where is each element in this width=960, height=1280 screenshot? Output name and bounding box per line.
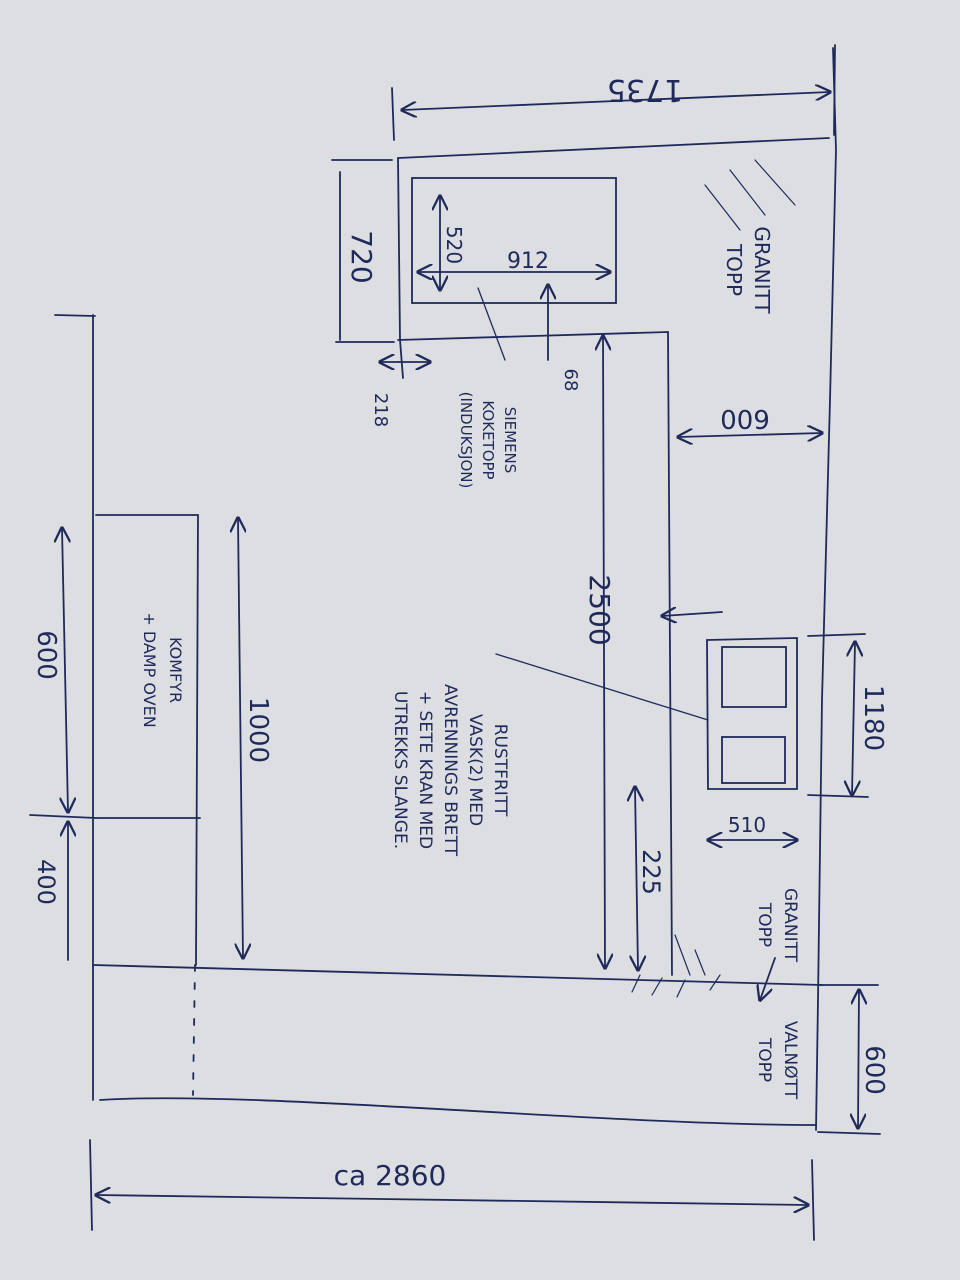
svg-text:VALNØTT: VALNØTT bbox=[780, 1021, 800, 1100]
sink-outline bbox=[706, 637, 798, 790]
valnott-topp-label: VALNØTT TOPP bbox=[754, 1021, 800, 1100]
dim-range-length-label: 1000 bbox=[243, 697, 273, 763]
svg-text:+ DAMP OVEN: + DAMP OVEN bbox=[140, 612, 159, 727]
dim-sink-length bbox=[852, 642, 855, 795]
dim-right-depth bbox=[858, 990, 859, 1128]
dim-top-width bbox=[402, 92, 830, 110]
hob-outline bbox=[411, 177, 617, 304]
sink-basin-2 bbox=[721, 736, 786, 784]
svg-text:UTREKKS SLANGE.: UTREKKS SLANGE. bbox=[390, 691, 410, 849]
rustfritt-label: RUSTFRITT VASK(2) MED AVRENNINGS BRETT +… bbox=[390, 684, 510, 857]
siemens-label: SIEMENS KOKETOPP (INDUKSJON) bbox=[457, 392, 519, 489]
island-inner-edge bbox=[397, 331, 673, 976]
svg-text:TOPP: TOPP bbox=[754, 902, 774, 947]
svg-text:TOPP: TOPP bbox=[722, 243, 746, 296]
dim-left-600-label: 600 bbox=[31, 630, 61, 680]
svg-text:KOKETOPP: KOKETOPP bbox=[479, 400, 497, 479]
bottom-wall-line bbox=[99, 1097, 817, 1126]
stove-outline bbox=[95, 514, 199, 966]
dim-overall-width bbox=[96, 1195, 808, 1205]
dim-top-width-label: 1735 bbox=[607, 72, 683, 107]
dim-overall-width-label: ca 2860 bbox=[334, 1159, 447, 1192]
svg-text:AVRENNINGS BRETT: AVRENNINGS BRETT bbox=[440, 684, 460, 857]
counter-bottom-edge bbox=[92, 964, 823, 986]
counter-top-edge bbox=[397, 137, 830, 159]
dim-island-length-label: 2500 bbox=[583, 574, 616, 645]
svg-text:(INDUKSJON): (INDUKSJON) bbox=[457, 392, 475, 489]
dim-left-600 bbox=[62, 528, 68, 812]
dim-right-depth-label: 600 bbox=[859, 1045, 889, 1095]
svg-text:+ SETE KRAN MED: + SETE KRAN MED bbox=[415, 691, 435, 849]
dim-hob-inner-label: 520 bbox=[442, 226, 466, 264]
dim-sink-width-label: 510 bbox=[728, 813, 766, 837]
dim-island-length bbox=[603, 336, 605, 968]
svg-text:VASK(2) MED: VASK(2) MED bbox=[465, 714, 485, 826]
komfyr-label: KOMFYR + DAMP OVEN bbox=[140, 612, 185, 727]
dim-wall-offset-label: 218 bbox=[370, 393, 391, 427]
dim-left-400-label: 400 bbox=[32, 859, 60, 905]
dim-range-length bbox=[238, 518, 243, 958]
svg-text:GRANITT: GRANITT bbox=[750, 226, 774, 314]
sink-basin-1 bbox=[721, 646, 787, 708]
stove-dashed bbox=[192, 964, 196, 1096]
leader-sink bbox=[495, 653, 709, 721]
svg-text:GRANITT: GRANITT bbox=[780, 888, 800, 963]
dim-sink-offset bbox=[635, 787, 638, 970]
dim-sink-offset-label: 225 bbox=[637, 849, 665, 895]
svg-text:TOPP: TOPP bbox=[754, 1037, 774, 1082]
granitt-topp-label-1: GRANITT TOPP bbox=[722, 226, 774, 314]
dim-hob-gap-label: 68 bbox=[560, 369, 581, 392]
dim-counter-depth bbox=[678, 433, 822, 437]
dim-hob-width-label: 912 bbox=[507, 249, 549, 274]
dim-sink-length-label: 1180 bbox=[858, 685, 888, 751]
granitt-topp-label-2: GRANITT TOPP bbox=[754, 888, 800, 963]
dim-counter-depth-label: 600 bbox=[720, 403, 770, 433]
wall-line-right bbox=[815, 47, 837, 1131]
svg-text:KOMFYR: KOMFYR bbox=[166, 637, 185, 703]
svg-text:SIEMENS: SIEMENS bbox=[501, 407, 519, 474]
svg-text:RUSTFRITT: RUSTFRITT bbox=[490, 724, 510, 817]
dim-hob-depth-label: 720 bbox=[345, 230, 378, 283]
leader-siemens bbox=[477, 287, 506, 361]
granite-hatch bbox=[631, 159, 796, 998]
